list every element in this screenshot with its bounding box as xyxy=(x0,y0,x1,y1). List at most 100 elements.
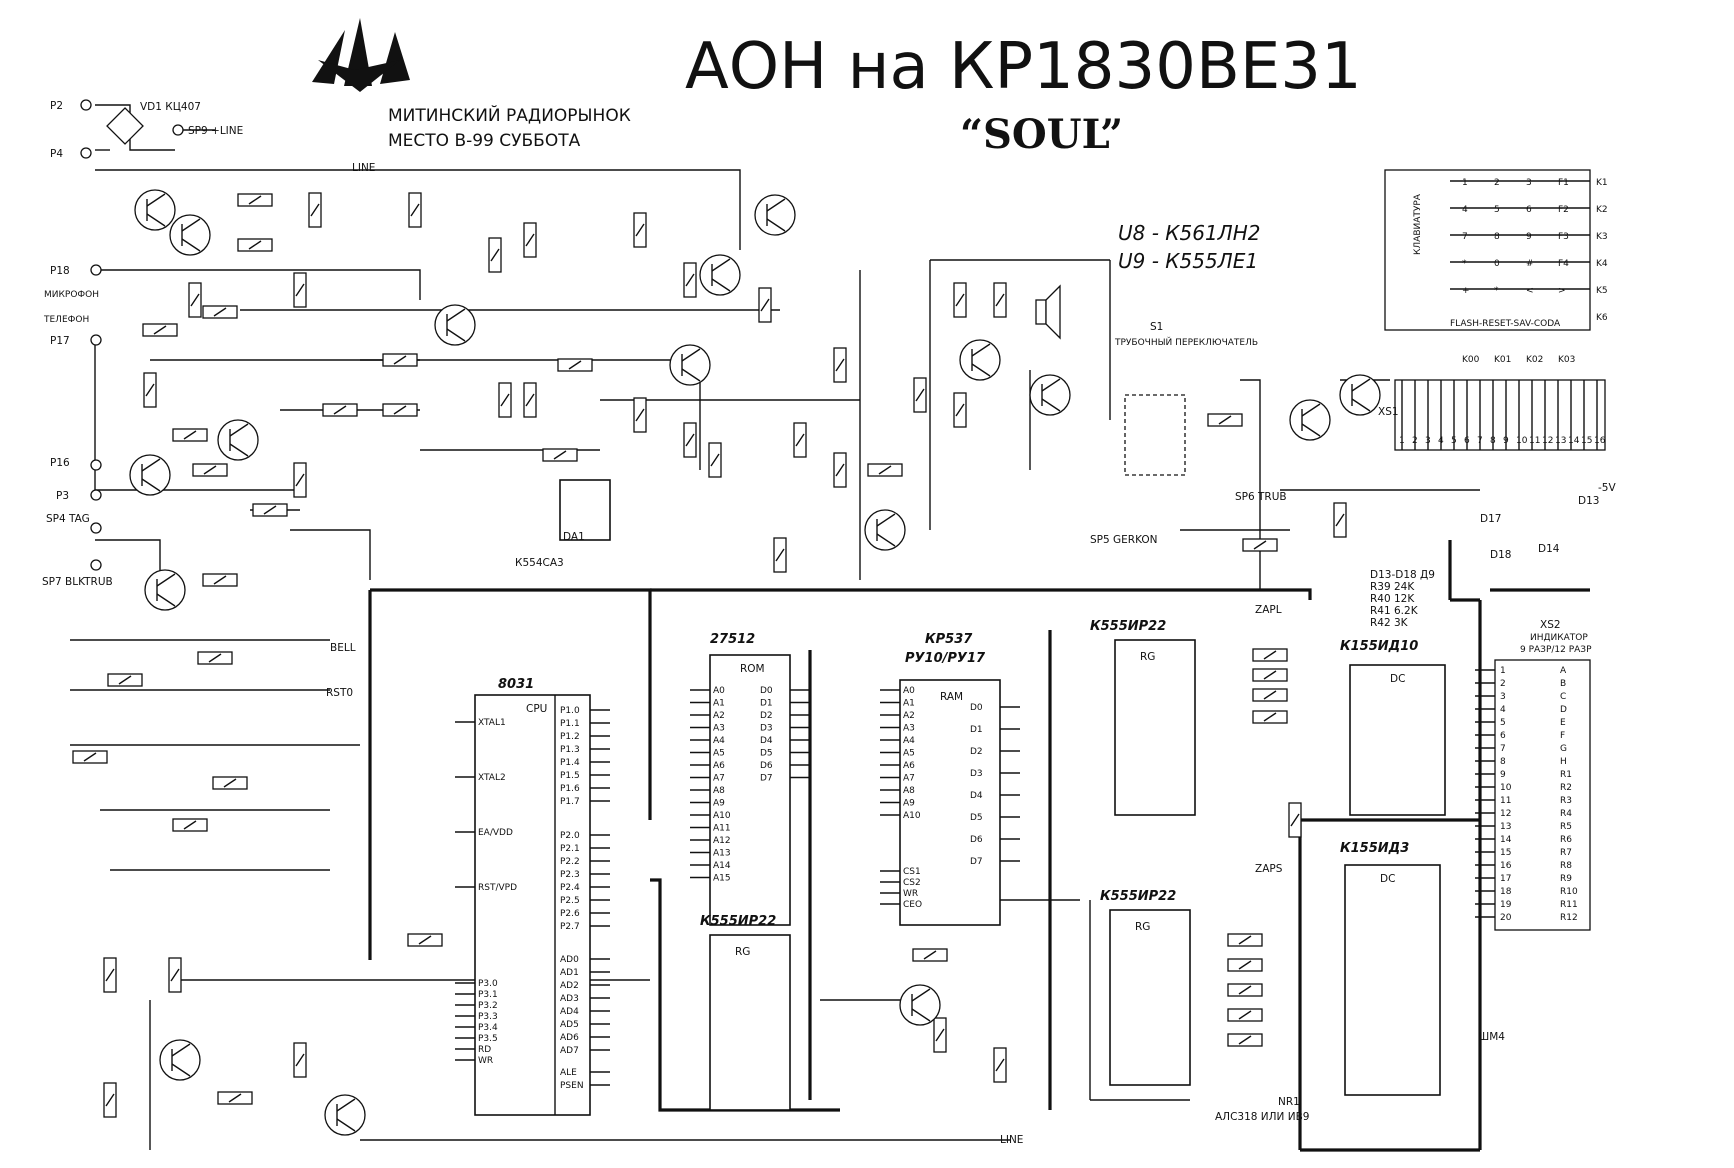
svg-text:VD1 КЦ407: VD1 КЦ407 xyxy=(140,101,201,113)
transistor-emitter xyxy=(336,1118,356,1132)
keyboard-key: # xyxy=(1526,259,1534,269)
resistor-mark xyxy=(955,403,965,417)
keyboard-key: F1 xyxy=(1558,178,1569,188)
xs1-pin-label: 13 xyxy=(1555,436,1566,446)
resistor-mark xyxy=(1335,513,1345,527)
resistor-mark xyxy=(500,393,510,407)
transistor-emitter xyxy=(1301,423,1321,437)
xs2-pin-segment: R5 xyxy=(1560,822,1572,832)
rom-addr-pin-label: A3 xyxy=(713,724,725,734)
xs2-pin-segment: R10 xyxy=(1560,887,1578,897)
cpu-ad-pin-label: AD2 xyxy=(560,981,579,991)
transistor-collector xyxy=(146,193,166,207)
xs2-pin-segment: B xyxy=(1560,679,1566,689)
ram-addr-pin-label: A1 xyxy=(903,699,915,709)
keyboard-key: F3 xyxy=(1558,232,1569,242)
xs1-pin-label: 15 xyxy=(1581,436,1592,446)
transistor-collector xyxy=(971,343,991,357)
cpu-ad-pin-label: AD5 xyxy=(560,1020,579,1030)
cpu-left-pin-label: EA/VDD xyxy=(478,828,513,838)
xs2-pin-segment: R4 xyxy=(1560,809,1572,819)
svg-text:SP9 +LINE: SP9 +LINE xyxy=(188,125,243,137)
transistor-emitter xyxy=(1041,398,1061,412)
transistor-collector xyxy=(181,218,201,232)
ram-ctrl-pin-label: CS1 xyxy=(903,867,921,877)
keyboard-key: 8 xyxy=(1494,232,1500,242)
resistor-mark xyxy=(118,675,132,685)
resistor-mark xyxy=(183,820,197,830)
xs1-pin-label: 1 xyxy=(1399,436,1405,446)
keyboard-key: 3 xyxy=(1526,178,1532,188)
svg-text:R40 12K: R40 12K xyxy=(1370,593,1415,605)
xs2-pin-number: 13 xyxy=(1500,822,1511,832)
transistor-collector xyxy=(156,573,176,587)
xs2-sub-label: 9 РАЗР/12 РАЗР xyxy=(1520,645,1592,655)
resistor-mark xyxy=(1263,670,1277,680)
xs2-label: ИНДИКАТОР xyxy=(1530,633,1588,643)
net-labels: LINE LINE BELL RST0 ZAPL ZAPS SP6 TRUB S… xyxy=(326,162,1616,1146)
svg-text:LINE: LINE xyxy=(1000,1134,1023,1146)
xs2-pin-number: 12 xyxy=(1500,809,1511,819)
resistor-mark xyxy=(393,355,407,365)
resistor-mark xyxy=(410,203,420,217)
resistor-mark xyxy=(923,950,937,960)
xs2-pin-number: 17 xyxy=(1500,874,1511,884)
transistor xyxy=(669,344,711,386)
chip-ca3-title: К554СА3 xyxy=(515,557,564,569)
xs2-pin-segment: R2 xyxy=(1560,783,1572,793)
resistor-mark xyxy=(1290,813,1300,827)
svg-text:ZAPS: ZAPS xyxy=(1255,863,1283,875)
svg-text:SP4 TAG: SP4 TAG xyxy=(46,513,90,525)
xs1-pin-label: 5 xyxy=(1451,436,1457,446)
chip-kr537-title: КР537 xyxy=(925,632,973,647)
ram-data-pin-label: D4 xyxy=(970,791,983,801)
rom-addr-pin-label: A2 xyxy=(713,711,725,721)
keyboard-key: 5 xyxy=(1494,205,1500,215)
cpu-p1-pin-label: P1.5 xyxy=(560,771,580,781)
xs2-pin-number: 19 xyxy=(1500,900,1512,910)
transistor-emitter xyxy=(141,478,161,492)
resistor-mark xyxy=(635,223,645,237)
rom-addr-pin-label: A12 xyxy=(713,836,731,846)
chip-id10-title: К155ИД10 xyxy=(1340,639,1418,654)
keyboard-key: 1 xyxy=(1462,178,1468,188)
resistor-mark xyxy=(1218,415,1232,425)
resistor-mark xyxy=(228,1093,242,1103)
chip-27512-inner: ROM xyxy=(740,663,765,675)
transistor-emitter xyxy=(876,533,896,547)
cpu-left-pin-label: XTAL2 xyxy=(478,773,506,783)
resistor-mark xyxy=(525,393,535,407)
nr1-label: NR1 АЛС318 ИЛИ ИВ9 xyxy=(1215,1096,1309,1123)
keyboard-key: 9 xyxy=(1526,232,1532,242)
resistor-mark xyxy=(248,195,262,205)
cpu-p2-pin-label: P2.2 xyxy=(560,857,580,867)
keyboard-key: F2 xyxy=(1558,205,1569,215)
cpu-p3-pin-label: P3.2 xyxy=(478,1001,498,1011)
transistor xyxy=(959,339,1001,381)
market-line-2: МЕСТО В-99 СУББОТА xyxy=(388,131,581,151)
resistor-mark xyxy=(105,968,115,982)
svg-text:LINE: LINE xyxy=(352,162,375,174)
keyboard-key: < xyxy=(1526,286,1534,296)
resistor-group xyxy=(72,192,1347,1118)
transistor-emitter xyxy=(911,1008,931,1022)
xs1-pin-label: 14 xyxy=(1568,436,1580,446)
ram-data-pin-label: D2 xyxy=(970,747,983,757)
transistor-emitter xyxy=(446,328,466,342)
note-u9: U9 - К555ЛЕ1 xyxy=(1118,249,1258,273)
ram-addr-pin-label: A7 xyxy=(903,774,915,784)
keyboard-row-label: K4 xyxy=(1596,259,1608,269)
cpu-p3-pin-label: P3.1 xyxy=(478,990,498,1000)
xs1-pin-label: 9 xyxy=(1503,436,1509,446)
xs1-pin-label: 2 xyxy=(1412,436,1418,446)
ram-data-pin-label: D5 xyxy=(970,813,983,823)
transistor-group xyxy=(129,189,1381,1136)
xs2-pin-segment: R12 xyxy=(1560,913,1578,923)
transistor-collector xyxy=(911,988,931,1002)
svg-text:XS2: XS2 xyxy=(1540,619,1561,631)
chip-k155id3: К155ИД3 DC xyxy=(1340,841,1441,1096)
cpu-bottom-pin-label: ALE xyxy=(560,1068,577,1078)
chip-8031: 8031 CPU P1.0P1.1P1.2P1.3P1.4P1.5P1.6P1.… xyxy=(455,677,610,1116)
resistor-mark xyxy=(1238,935,1252,945)
resistor-mark xyxy=(248,240,262,250)
